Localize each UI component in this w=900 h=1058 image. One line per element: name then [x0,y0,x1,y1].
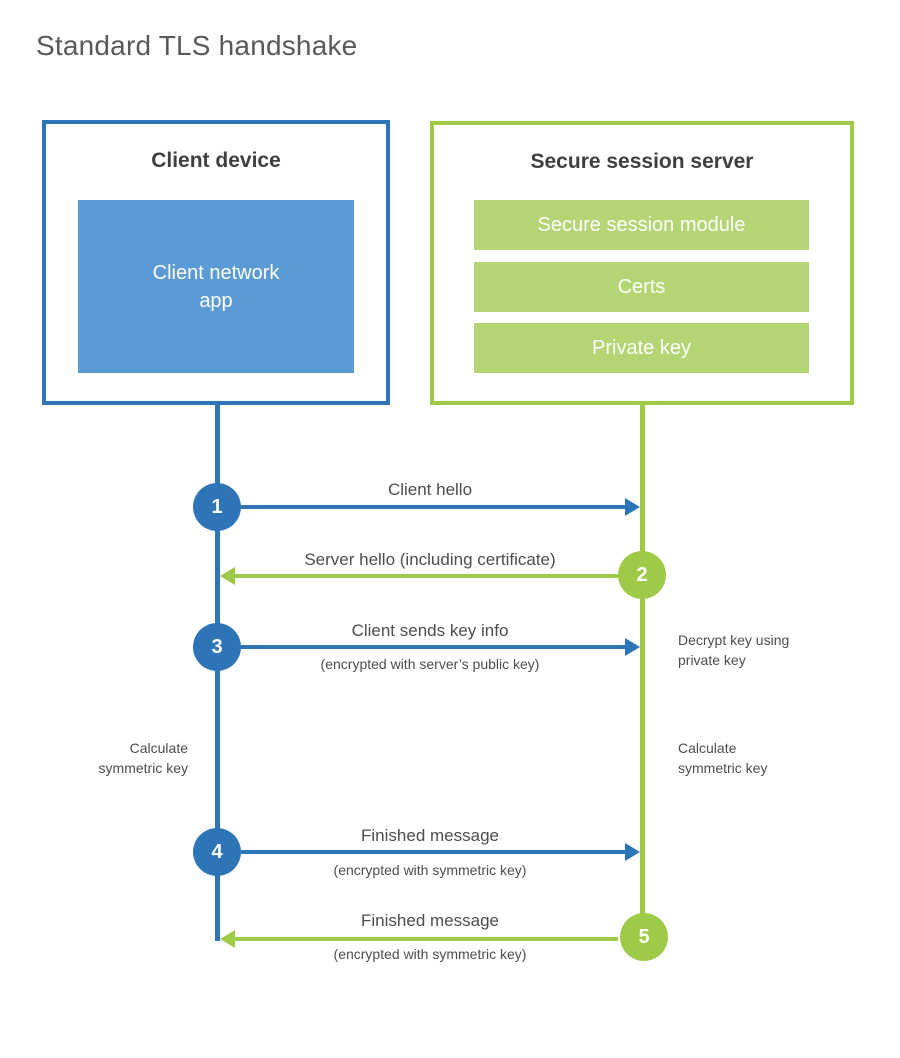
server-module-certs: Certs [474,262,809,312]
arrow-step-4 [241,850,626,854]
secure-session-server-title: Secure session server [530,150,754,173]
step-1-badge: 1 [193,483,241,531]
arrow-step-2 [235,574,618,578]
step-5-label: Finished message [361,911,499,930]
arrowhead-right-icon [625,498,640,516]
step-4-label: Finished message [361,826,499,845]
step-4-badge: 4 [193,828,241,876]
client-calculate-note: Calculate symmetric key [98,740,188,776]
step-2-badge: 2 [618,551,666,599]
step-4-sublabel: (encrypted with symmetric key) [333,862,527,878]
arrow-step-3 [241,645,626,649]
step-5-sublabel: (encrypted with symmetric key) [333,946,527,962]
client-network-app-node: Client network app [78,200,354,373]
server-module-private-key: Private key [474,323,809,373]
server-lifeline [640,405,645,937]
server-decrypt-note: Decrypt key using private key [678,632,790,668]
step-5-badge: 5 [620,913,668,961]
page-title: Standard TLS handshake [36,30,358,61]
client-lifeline [215,405,220,941]
arrow-step-5 [235,937,618,941]
arrow-step-1 [241,505,626,509]
arrowhead-left-icon [220,930,235,948]
server-calculate-note: Calculate symmetric key [678,740,768,776]
server-module-secure-session-module: Secure session module [474,200,809,250]
step-3-label: Client sends key info [351,621,509,640]
step-3-badge: 3 [193,623,241,671]
step-2-label: Server hello (including certificate) [304,550,556,569]
step-1-label: Client hello [387,480,473,499]
step-3-sublabel: (encrypted with server’s public key) [320,656,540,672]
arrowhead-right-icon [625,638,640,656]
arrowhead-left-icon [220,567,235,585]
arrowhead-right-icon [625,843,640,861]
client-device-title: Client device [151,149,281,172]
